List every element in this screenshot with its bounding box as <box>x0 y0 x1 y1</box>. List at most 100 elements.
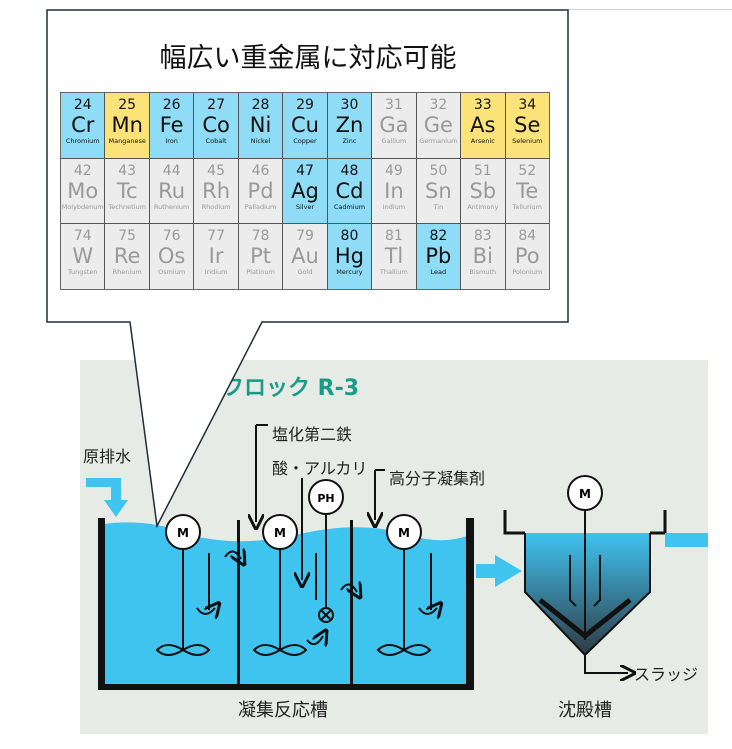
atomic-number: 83 <box>473 228 492 245</box>
element-symbol: Pt <box>250 244 271 269</box>
atomic-number: 48 <box>340 162 359 179</box>
atomic-number: 52 <box>518 162 537 179</box>
element-name: Cadmium <box>333 202 366 211</box>
element-name: Palladium <box>244 202 277 211</box>
motor-icon: M <box>262 514 298 550</box>
atomic-number: 50 <box>429 162 448 179</box>
element-symbol: Fe <box>159 113 184 137</box>
element-name: Tellurium <box>512 202 543 211</box>
element-symbol: As <box>470 113 496 137</box>
element-symbol: In <box>384 178 404 203</box>
atomic-number: 42 <box>73 162 92 179</box>
element-symbol: Zn <box>335 113 364 137</box>
atomic-number: 43 <box>118 162 137 179</box>
element-symbol: Cr <box>71 113 95 137</box>
atomic-number: 45 <box>207 162 225 179</box>
element-symbol: Mo <box>67 178 99 203</box>
atomic-number: 34 <box>518 97 537 113</box>
tank-divider <box>237 520 240 686</box>
valve-icon <box>318 607 334 623</box>
element-name: Iridium <box>204 268 228 277</box>
top-divider <box>568 9 732 10</box>
outflow <box>665 533 708 547</box>
element-symbol: Cd <box>335 178 364 203</box>
element-name: Zinc <box>342 137 357 145</box>
element-symbol: Bi <box>472 244 493 269</box>
element-name: Rhenium <box>112 268 142 277</box>
atomic-number: 24 <box>73 97 92 113</box>
atomic-number: 29 <box>296 97 314 113</box>
element-name: Iron <box>165 137 178 145</box>
raw-water-arrow <box>86 478 128 517</box>
atomic-number: 30 <box>340 97 359 113</box>
element-symbol: Os <box>157 244 186 269</box>
element-name: Polonium <box>512 268 543 277</box>
element-name: Nickel <box>250 137 271 145</box>
element-name: Bismuth <box>469 268 497 277</box>
element-symbol: Au <box>291 244 319 269</box>
element-symbol: Ni <box>249 113 272 137</box>
element-name: Technetium <box>108 202 146 211</box>
element-name: Gallium <box>381 137 407 145</box>
atomic-number: 84 <box>518 228 537 245</box>
svg-text:M: M <box>398 526 410 540</box>
atomic-number: 27 <box>207 97 225 113</box>
element-name: Lead <box>430 268 447 277</box>
atomic-number: 79 <box>296 228 314 245</box>
atomic-number: 26 <box>162 97 181 113</box>
element-symbol: Ag <box>291 178 319 203</box>
atomic-number: 33 <box>473 97 492 113</box>
tank-divider <box>350 520 353 686</box>
atomic-number: 76 <box>162 228 181 245</box>
sludge-label: スラッジ <box>634 665 698 684</box>
settling-tank-label: 沈殿槽 <box>558 700 612 721</box>
element-symbol: Hg <box>334 244 364 269</box>
atomic-number: 25 <box>118 97 137 113</box>
element-name: Cobalt <box>205 137 227 145</box>
motor-icon: M <box>165 514 201 550</box>
element-symbol: Ir <box>208 244 224 269</box>
element-symbol: Te <box>516 178 539 203</box>
ph-meter-icon: PH <box>308 479 344 515</box>
atomic-number: 77 <box>207 228 225 245</box>
element-name: Tungsten <box>68 268 98 277</box>
atomic-number: 75 <box>118 228 137 245</box>
element-name: Rhodium <box>201 202 231 211</box>
element-symbol: Ga <box>379 113 409 137</box>
element-name: Chromium <box>65 137 100 145</box>
element-name: Selenium <box>512 137 543 145</box>
svg-text:M: M <box>274 526 286 540</box>
reaction-tank-label: 凝集反応槽 <box>238 700 328 721</box>
motor-icon: M <box>567 475 603 511</box>
ferric-chloride-label: 塩化第二鉄 <box>272 425 352 444</box>
element-name: Antimony <box>467 202 499 211</box>
atomic-number: 51 <box>473 162 492 179</box>
element-name: Tin <box>433 202 444 211</box>
element-symbol: W <box>72 244 94 269</box>
atomic-number: 28 <box>251 97 270 113</box>
element-name: Manganese <box>108 137 146 145</box>
element-symbol: Sb <box>469 178 497 203</box>
